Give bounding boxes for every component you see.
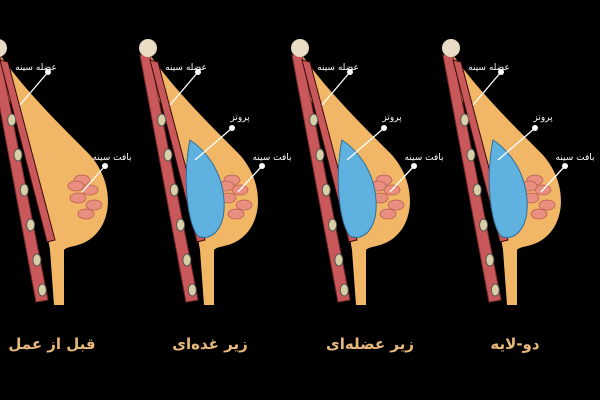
rib-icon bbox=[460, 113, 470, 127]
gland-lobule bbox=[538, 199, 556, 211]
gland-lobule bbox=[379, 208, 397, 220]
leader-dot bbox=[229, 125, 235, 131]
leader-dot bbox=[562, 163, 568, 169]
leader-line bbox=[81, 165, 106, 193]
clavicle-bone bbox=[139, 39, 157, 57]
caption-submuscular: زیر عضله‌ای bbox=[326, 335, 414, 353]
leader-line bbox=[321, 71, 351, 106]
label-pectoral-muscle: عضله سینه bbox=[468, 63, 510, 73]
rib-icon bbox=[157, 113, 167, 127]
rib-icon bbox=[26, 218, 36, 232]
caption-dual-plane: دو-لایه bbox=[490, 335, 540, 353]
leader-line bbox=[472, 71, 502, 106]
rib-icon bbox=[485, 253, 495, 267]
label-breast-tissue: بافت سینه bbox=[92, 153, 131, 163]
rib-icon bbox=[334, 253, 344, 267]
label-breast-tissue: بافت سینه bbox=[252, 153, 291, 163]
rib-icon bbox=[321, 183, 331, 197]
rib-icon bbox=[309, 113, 319, 127]
rib-icon bbox=[19, 183, 29, 197]
gland-lobule bbox=[77, 208, 95, 220]
rib-icon bbox=[176, 218, 186, 232]
gland-lobule bbox=[85, 199, 103, 211]
rib-icon bbox=[490, 283, 500, 297]
leader-line bbox=[346, 127, 385, 161]
clavicle-bone bbox=[0, 39, 7, 57]
label-pectoral-muscle: عضله سینه bbox=[317, 63, 359, 73]
leader-dot bbox=[195, 69, 201, 75]
gland-lobule bbox=[530, 208, 548, 220]
leader-dot bbox=[532, 125, 538, 131]
implant bbox=[337, 139, 377, 238]
rib-icon bbox=[163, 148, 173, 162]
leader-dot bbox=[411, 163, 417, 169]
breast-outline bbox=[0, 55, 108, 305]
label-breast-tissue: بافت سینه bbox=[555, 153, 594, 163]
rib-icon bbox=[187, 283, 197, 297]
panel-1: عضله سینه بافت سینه bbox=[0, 39, 132, 305]
leader-dot bbox=[259, 163, 265, 169]
rib-icon bbox=[479, 218, 489, 232]
clavicle-bone bbox=[442, 39, 460, 57]
label-implant: پروتز bbox=[381, 113, 402, 123]
rib-icon bbox=[32, 253, 42, 267]
leader-line bbox=[194, 127, 233, 161]
breast-tissue bbox=[369, 174, 405, 220]
breast-tissue bbox=[217, 174, 253, 220]
label-implant: پروتز bbox=[532, 113, 553, 123]
rib-icon bbox=[339, 283, 349, 297]
leader-line bbox=[19, 71, 49, 106]
leader-line bbox=[497, 127, 536, 161]
rib-icon bbox=[466, 148, 476, 162]
panel-2: عضله سینه پروتز بافت سینه bbox=[139, 39, 292, 305]
caption-before-surgery: قبل از عمل bbox=[8, 335, 96, 353]
leader-dot bbox=[498, 69, 504, 75]
leader-dot bbox=[45, 69, 51, 75]
rib-icon bbox=[7, 113, 17, 127]
rib-icon bbox=[472, 183, 482, 197]
leader-line bbox=[389, 165, 415, 193]
gland-lobule bbox=[235, 199, 253, 211]
breast-tissue bbox=[67, 174, 103, 220]
leader-line bbox=[169, 71, 199, 106]
label-pectoral-muscle: عضله سینه bbox=[15, 63, 57, 73]
rib-icon bbox=[182, 253, 192, 267]
rib-icon bbox=[37, 283, 47, 297]
gland-lobule bbox=[67, 180, 85, 192]
label-implant: پروتز bbox=[229, 113, 250, 123]
label-pectoral-muscle: عضله سینه bbox=[165, 63, 207, 73]
panel-3: عضله سینه پروتز بافت سینه bbox=[291, 39, 444, 305]
implant bbox=[185, 139, 225, 238]
implant bbox=[488, 139, 528, 238]
gland-lobule bbox=[227, 208, 245, 220]
panel-4: عضله سینه پروتز بافت سینه bbox=[442, 39, 595, 305]
leader-dot bbox=[347, 69, 353, 75]
pectoral-muscle bbox=[0, 59, 56, 243]
rib-icon bbox=[169, 183, 179, 197]
caption-subglandular: زیر غده‌ای bbox=[172, 335, 248, 353]
leader-dot bbox=[102, 163, 108, 169]
rib-icon bbox=[328, 218, 338, 232]
rib-icon bbox=[13, 148, 23, 162]
rib-icon bbox=[315, 148, 325, 162]
leader-line bbox=[237, 165, 263, 193]
leader-line bbox=[540, 165, 566, 193]
label-breast-tissue: بافت سینه bbox=[404, 153, 443, 163]
gland-lobule bbox=[387, 199, 405, 211]
leader-dot bbox=[381, 125, 387, 131]
clavicle-bone bbox=[291, 39, 309, 57]
gland-lobule bbox=[69, 192, 87, 204]
